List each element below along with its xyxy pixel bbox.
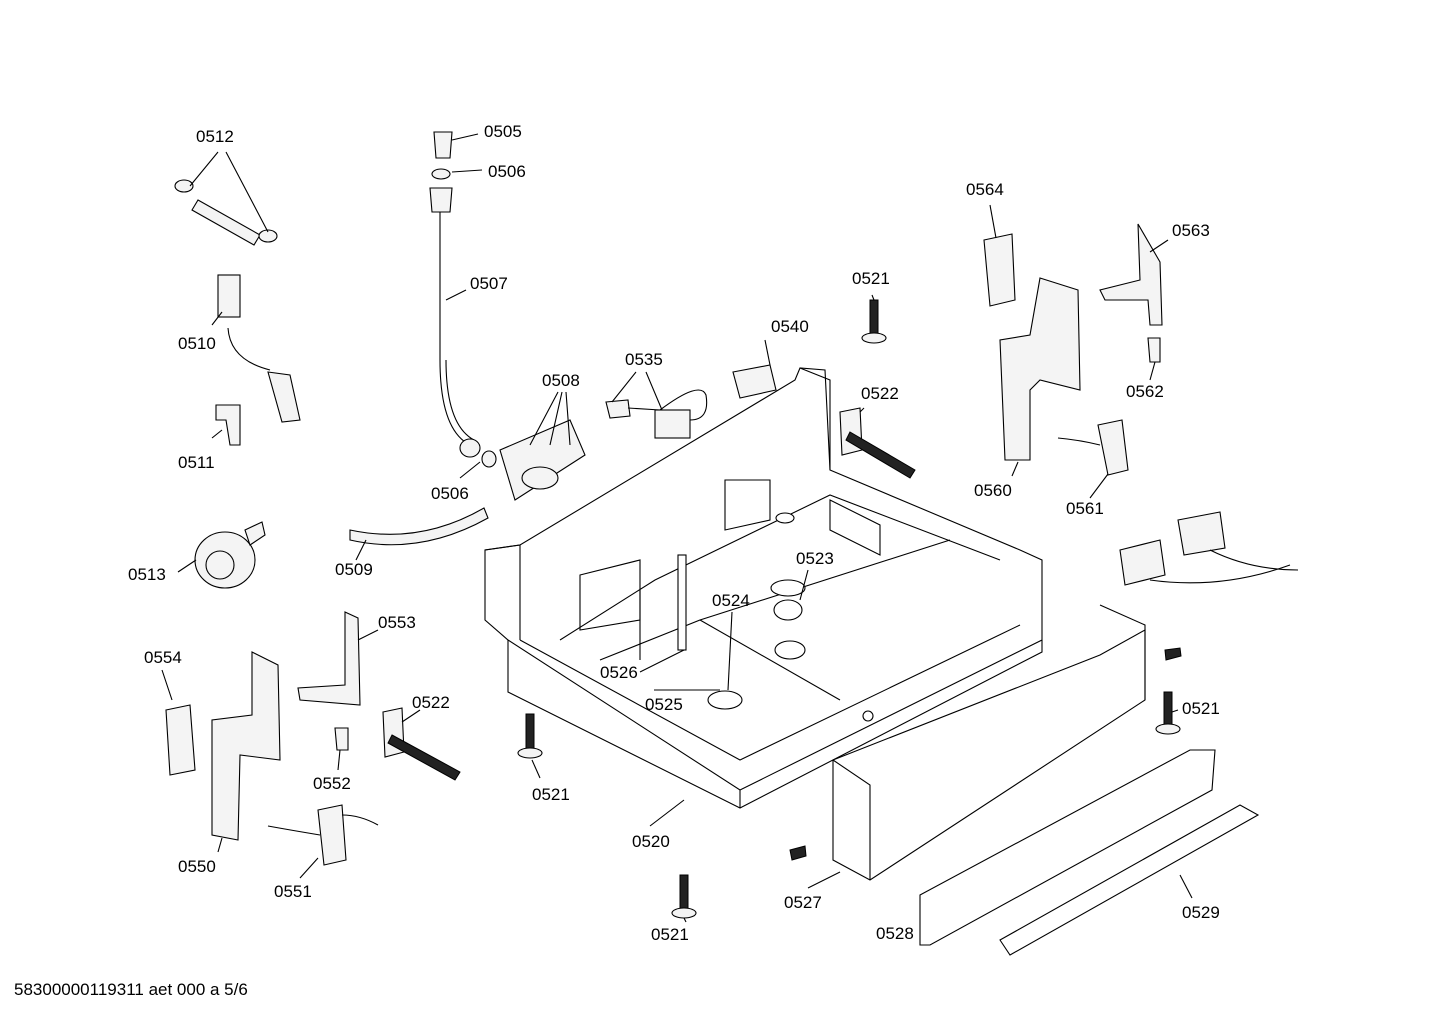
label-0523: 0523 xyxy=(796,549,834,568)
label-0553: 0553 xyxy=(378,613,416,632)
part-0554-drawing xyxy=(165,704,196,776)
part-0513-drawing xyxy=(194,521,266,589)
label-0522-bottom: 0522 xyxy=(412,693,450,712)
label-0540: 0540 xyxy=(771,317,809,336)
label-0521-left: 0521 xyxy=(532,785,570,804)
part-0527-drawing xyxy=(789,604,1146,881)
label-0509: 0509 xyxy=(335,560,373,579)
label-0508: 0508 xyxy=(542,371,580,390)
part-0505-0507-drawing xyxy=(429,131,497,468)
label-0527: 0527 xyxy=(784,893,822,912)
label-0521-right: 0521 xyxy=(1182,699,1220,718)
part-0551-drawing xyxy=(267,804,379,866)
label-0528: 0528 xyxy=(876,924,914,943)
connectors-right-drawing xyxy=(1119,511,1299,586)
part-0529-drawing xyxy=(999,804,1260,956)
label-0506-top: 0506 xyxy=(488,162,526,181)
part-0511-drawing xyxy=(215,404,241,446)
label-0552: 0552 xyxy=(313,774,351,793)
label-0512: 0512 xyxy=(196,127,234,146)
part-0528-drawing xyxy=(919,749,1216,946)
part-0509-drawing xyxy=(349,507,489,546)
label-0522-top: 0522 xyxy=(861,384,899,403)
label-0506-bottom: 0506 xyxy=(431,484,469,503)
label-0535: 0535 xyxy=(625,350,663,369)
label-0513: 0513 xyxy=(128,565,166,584)
label-0554: 0554 xyxy=(144,648,182,667)
label-0505: 0505 xyxy=(484,122,522,141)
label-0564: 0564 xyxy=(966,180,1004,199)
label-0521-top: 0521 xyxy=(852,269,890,288)
label-0511: 0511 xyxy=(178,453,215,472)
screw-0521-c-drawing xyxy=(671,874,697,919)
part-0552-drawing xyxy=(334,727,349,751)
part-0553-drawing xyxy=(297,611,361,706)
label-0510: 0510 xyxy=(178,334,216,353)
label-0551: 0551 xyxy=(274,882,312,901)
label-0562: 0562 xyxy=(1126,382,1164,401)
label-0521-bottom: 0521 xyxy=(651,925,689,944)
screw-0521-b-drawing xyxy=(517,713,543,759)
base-tub-drawing xyxy=(484,367,1043,809)
part-0522-spring-bottom-drawing xyxy=(382,707,461,781)
label-0550: 0550 xyxy=(178,857,216,876)
screw-0521-a-drawing xyxy=(861,299,887,344)
screw-0521-d-drawing xyxy=(1155,647,1182,735)
part-0535-drawing xyxy=(605,389,708,439)
part-0564-drawing xyxy=(983,233,1016,307)
part-0550-drawing xyxy=(211,651,281,841)
part-0510-drawing xyxy=(217,274,301,423)
part-0562-drawing xyxy=(1147,337,1161,363)
label-0525: 0525 xyxy=(645,695,683,714)
leader-lines xyxy=(161,133,1193,923)
part-0563-drawing xyxy=(1099,223,1163,326)
part-0560-drawing xyxy=(999,277,1081,461)
part-0508-drawing xyxy=(499,419,586,501)
label-0520: 0520 xyxy=(632,832,670,851)
part-0512-hose-drawing xyxy=(174,179,278,246)
part-0540-drawing xyxy=(732,364,777,399)
part-0522-spring-top-drawing xyxy=(839,407,916,479)
label-0560: 0560 xyxy=(974,481,1012,500)
document-reference-footer: 58300000119311 aet 000 a 5/6 xyxy=(14,980,248,999)
label-0563: 0563 xyxy=(1172,221,1210,240)
label-0524: 0524 xyxy=(712,591,750,610)
label-0561: 0561 xyxy=(1066,499,1104,518)
label-0507: 0507 xyxy=(470,274,508,293)
label-0529: 0529 xyxy=(1182,903,1220,922)
label-0526: 0526 xyxy=(600,663,638,682)
part-0561-drawing xyxy=(1057,419,1129,476)
